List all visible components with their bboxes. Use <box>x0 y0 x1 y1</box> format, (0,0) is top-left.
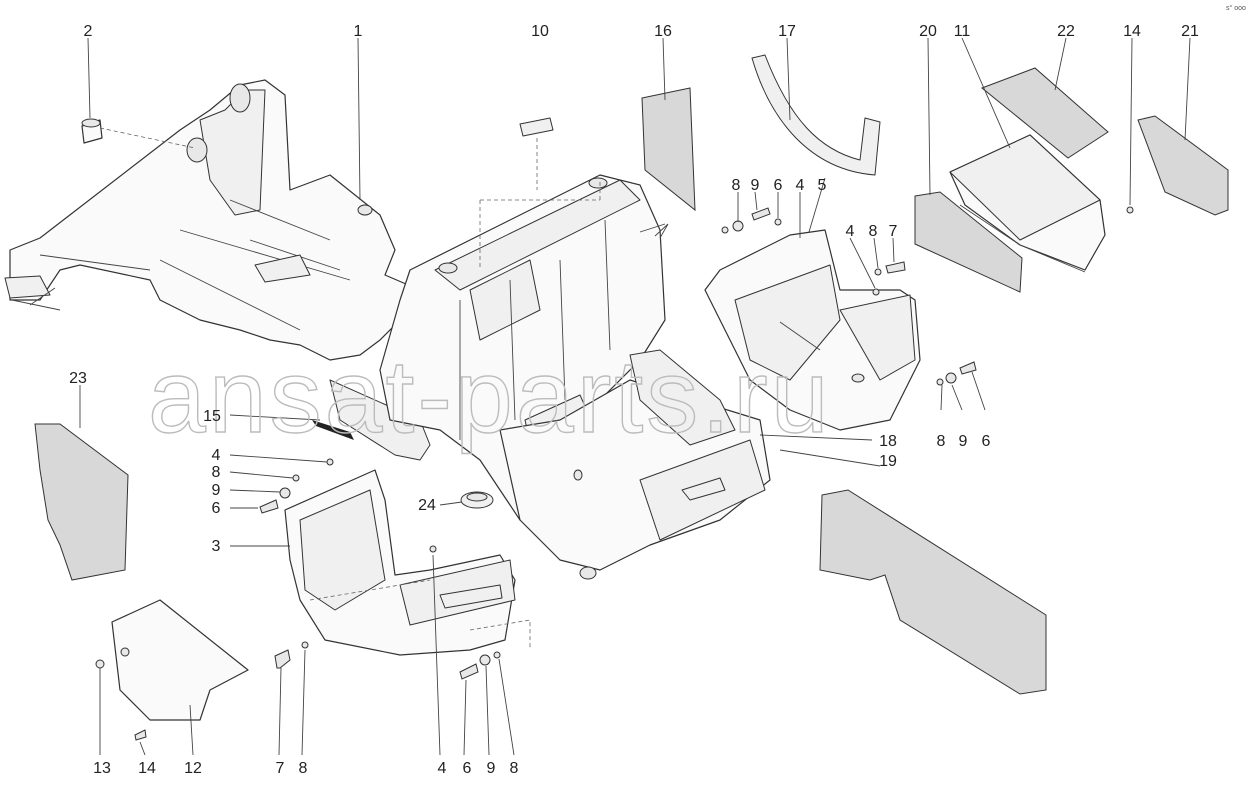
callout-label: 4 <box>212 447 221 464</box>
callout-label: 21 <box>1181 23 1199 40</box>
callout-label: 6 <box>774 177 783 194</box>
callout-label: 9 <box>487 760 496 777</box>
callout-label: 8 <box>510 760 519 777</box>
callout-label: 24 <box>418 497 436 514</box>
callout-label: 10 <box>531 23 549 40</box>
callout-label: 20 <box>919 23 937 40</box>
pad-part-23 <box>34 423 129 581</box>
cover-part-3 <box>284 469 516 656</box>
callout-label: 8 <box>212 464 221 481</box>
clip-part-14 <box>1126 206 1134 214</box>
callout-label: 8 <box>732 177 741 194</box>
callout-label: 13 <box>93 760 111 777</box>
pad-part-22 <box>981 67 1109 159</box>
callout-label: 1 <box>354 23 363 40</box>
strip-part-15 <box>312 420 354 440</box>
pad-part-20 <box>914 191 1023 293</box>
sheet-part-12 <box>111 599 249 721</box>
watermark-text: ansat-parts.ru <box>148 339 832 455</box>
callout-label: 14 <box>138 760 156 777</box>
pad-part-21 <box>1137 115 1229 216</box>
callout-label: 6 <box>463 760 472 777</box>
callout-label: 8 <box>299 760 308 777</box>
callout-label: 6 <box>982 433 991 450</box>
callout-label: 4 <box>796 177 805 194</box>
cover-part-5 <box>704 229 921 431</box>
callout-label: 7 <box>276 760 285 777</box>
callout-label: 8 <box>869 223 878 240</box>
callout-label: 19 <box>879 453 897 470</box>
frame-part-1 <box>4 79 431 461</box>
bushing-part-2 <box>81 118 196 149</box>
callout-labels: 1 2 10 16 17 20 11 22 14 21 8 9 6 4 5 4 … <box>69 23 1199 777</box>
callout-label: 11 <box>954 23 971 40</box>
callout-label: 14 <box>1123 23 1141 40</box>
callout-label: 8 <box>937 433 946 450</box>
grommet-part-24 <box>460 491 494 509</box>
callout-label: 5 <box>818 177 827 194</box>
pad-part-19 <box>819 489 1047 695</box>
callout-label: 9 <box>212 482 221 499</box>
callout-label: 4 <box>846 223 855 240</box>
callout-label: 9 <box>751 177 760 194</box>
panel-part-16 <box>639 87 696 239</box>
callout-label: 18 <box>879 433 897 450</box>
callout-label: 3 <box>212 538 221 555</box>
fasteners <box>95 207 977 741</box>
leader-lines <box>79 37 1191 756</box>
callout-label: 23 <box>69 370 87 387</box>
callout-label: 22 <box>1057 23 1075 40</box>
plug-part-10 <box>479 117 601 270</box>
callout-label: 7 <box>889 223 898 240</box>
callout-label: 17 <box>778 23 796 40</box>
corner-code: s° ooo <box>1226 4 1246 12</box>
callout-label: 16 <box>654 23 672 40</box>
callout-label: 9 <box>959 433 968 450</box>
callout-label: 6 <box>212 500 221 517</box>
callout-label: 15 <box>203 408 221 425</box>
central-console-assembly <box>379 174 771 580</box>
callout-label: 12 <box>184 760 202 777</box>
callout-label: 4 <box>438 760 447 777</box>
box-part-11 <box>949 134 1106 273</box>
callout-label: 2 <box>84 23 93 40</box>
